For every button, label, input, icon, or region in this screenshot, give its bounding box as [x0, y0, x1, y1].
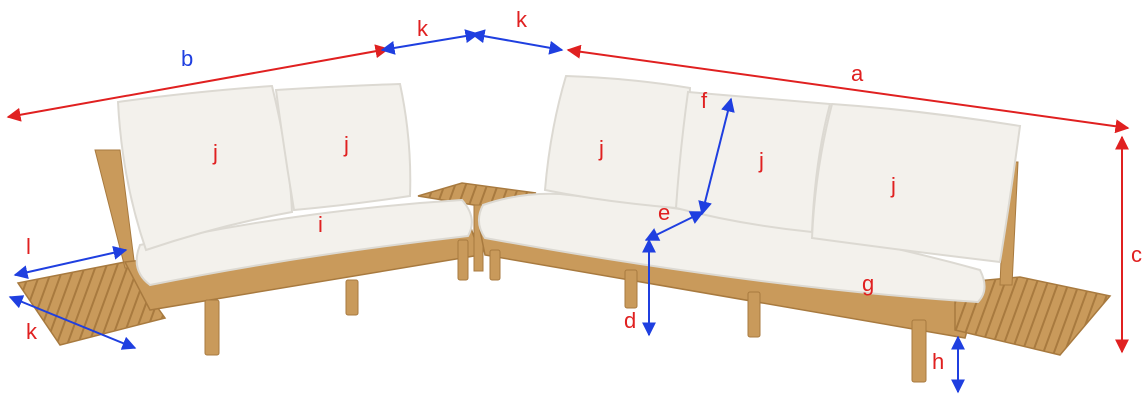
label-j-5: j — [890, 173, 896, 198]
sofa-illustration — [16, 74, 1112, 383]
label-g: g — [862, 271, 874, 296]
label-j-3: j — [598, 136, 604, 161]
arrow-a — [566, 44, 1130, 134]
arrow-k-left — [8, 295, 137, 350]
right-section-legs — [489, 249, 927, 383]
arrow-e — [644, 211, 705, 241]
label-k-top-right: k — [516, 7, 528, 32]
arrow-k-top-left — [380, 29, 480, 55]
arrow-f — [698, 97, 735, 216]
label-j-1: j — [212, 140, 218, 165]
label-h: h — [932, 349, 944, 374]
label-j-2: j — [343, 132, 349, 157]
label-k-left: k — [26, 319, 38, 344]
back-cushion-5 — [810, 102, 1022, 264]
label-b: b — [181, 46, 193, 71]
label-a: a — [851, 61, 864, 86]
label-c: c — [1131, 242, 1142, 267]
left-section-legs — [204, 239, 469, 356]
dimension-arrows — [6, 29, 1130, 394]
dimension-labels: a b c d e f g h i j j j j j k k k l — [26, 7, 1142, 374]
label-d: d — [624, 308, 636, 333]
label-l: l — [26, 234, 31, 259]
label-f: f — [701, 88, 708, 113]
arrow-b — [6, 44, 390, 122]
label-i: i — [318, 212, 323, 237]
back-cushion-4 — [674, 90, 832, 234]
label-e: e — [658, 200, 670, 225]
back-cushion-3 — [543, 74, 692, 210]
label-j-4: j — [758, 148, 764, 173]
label-k-top-left: k — [417, 16, 429, 41]
arrow-k-top-right — [470, 29, 564, 55]
left-seat-cushion — [135, 198, 473, 287]
arrow-l — [13, 245, 128, 280]
